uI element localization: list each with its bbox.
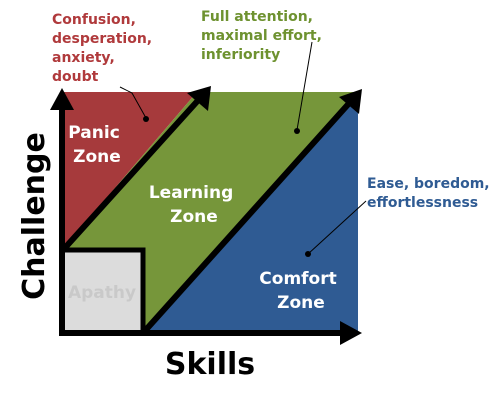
learning-zone-label-line-1: Learning [149,183,233,203]
panic-callout-leader [119,86,147,119]
y-axis-arrowhead [50,88,74,110]
panic-zone-label-line-2: Zone [73,147,121,167]
learning-callout-line-2: maximal effort, [201,28,322,44]
panic-callout-line-3: anxiety, [52,50,115,66]
comfort-callout-dot [305,251,311,257]
learning-callout-line-3: inferiority [201,47,280,63]
comfort-zone-label-line-2: Zone [277,293,325,313]
panic-callout-line-2: desperation, [52,31,152,47]
learning-zone-label: Learning Zone [149,183,239,227]
panic-callout-line-1: Confusion, [52,12,136,28]
lower-diagonal-arrowhead [339,89,362,114]
panic-callout-line-4: doubt [52,69,99,85]
comfort-callout-leader [307,200,367,255]
panic-callout-dot [143,116,149,122]
apathy-zone-region [59,247,146,336]
x-axis-title: Skills [165,347,255,382]
apathy-zone-label: Apathy [68,283,136,303]
learning-callout-line-1: Full attention, [201,9,313,25]
comfort-callout-line-2: effortlessness [367,195,478,211]
panic-zone-label-line-1: Panic [68,123,119,143]
comfort-zone-label-line-1: Comfort [259,269,336,289]
learning-callout-text: Full attention, maximal effort, inferior… [201,9,327,63]
learning-callout-dot [294,128,300,134]
panic-callout-text: Confusion, desperation, anxiety, doubt [52,12,157,85]
panic-zone-label: Panic Zone [68,123,125,167]
comfort-callout-line-1: Ease, boredom, [367,176,490,192]
comfort-callout-text: Ease, boredom, effortlessness [367,176,495,211]
comfort-zone-label: Comfort Zone [259,269,342,313]
upper-diagonal-arrowhead [187,86,211,111]
x-axis-arrowhead [340,321,362,345]
y-axis-title: Challenge [17,132,52,300]
learning-zone-label-line-2: Zone [170,207,218,227]
upper-diagonal-arrow [60,93,205,253]
learning-callout-leader [296,41,313,131]
lower-diagonal-arrow [140,97,355,336]
